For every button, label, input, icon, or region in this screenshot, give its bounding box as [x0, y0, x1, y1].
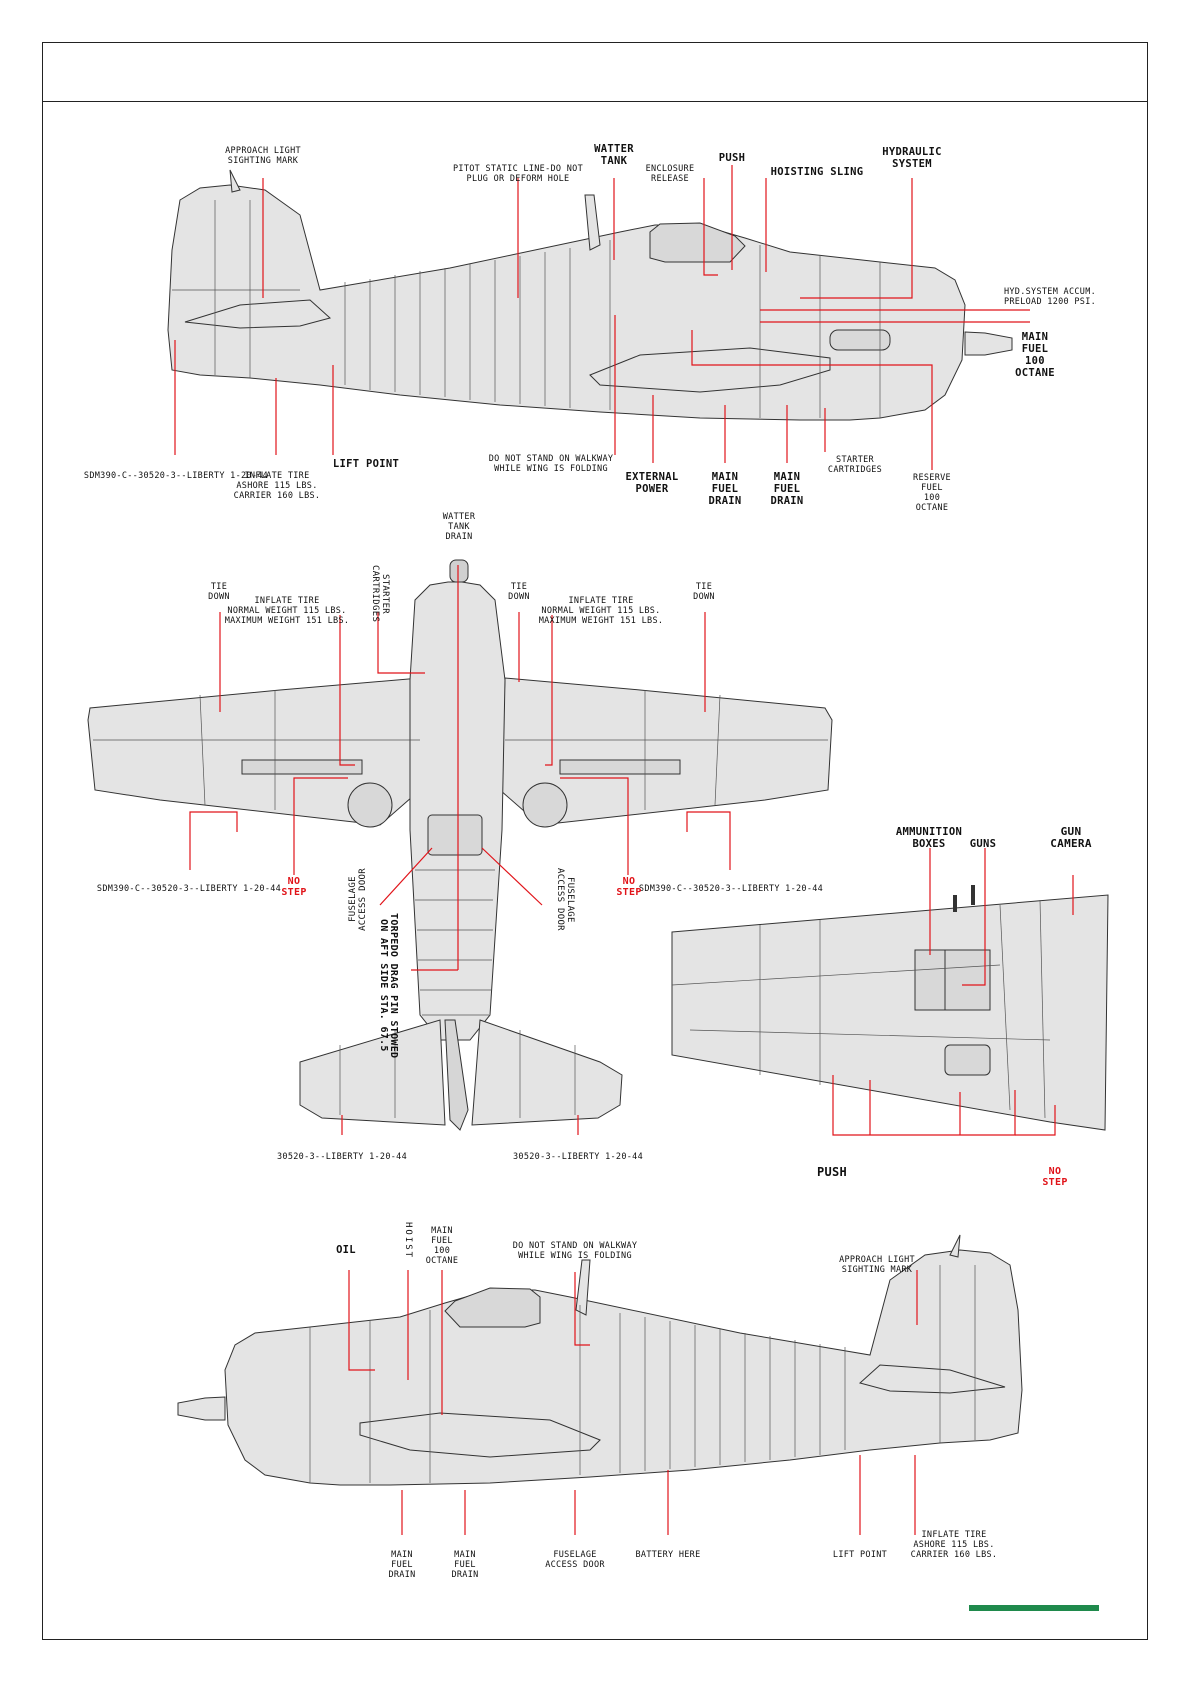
leader-lines	[174, 165, 1074, 1535]
label-walkway-left: DO NOT STAND ON WALKWAY WHILE WING IS FO…	[512, 1241, 638, 1261]
label-torpedo-drag-pin: TORPEDO DRAG PIN STOWED ON AFT SIDE STA.…	[378, 913, 399, 1059]
side-view-right-panel-lines	[172, 200, 881, 418]
label-main-fuel-drain-left-1: MAIN FUEL DRAIN	[388, 1550, 416, 1580]
label-no-step-wing: NO STEP	[1042, 1166, 1068, 1188]
label-hoisting-sling: HOISTING SLING	[770, 166, 864, 178]
label-tail-left: 30520-3--LIBERTY 1-20-44	[276, 1152, 408, 1162]
accent-bar	[969, 1605, 1099, 1611]
label-hydraulic-system: HYDRAULIC SYSTEM	[882, 146, 942, 170]
label-starter-cartridges-top: STARTER CARTRIDGES	[370, 565, 390, 623]
top-view-panel-lines	[93, 690, 828, 1118]
label-main-fuel-octane: MAIN FUEL 100 OCTANE	[1015, 331, 1055, 379]
label-battery-here: BATTERY HERE	[635, 1550, 701, 1560]
label-watter-tank-drain: WATTER TANK DRAIN	[442, 512, 476, 542]
title-block	[42, 42, 1148, 102]
label-inflate-tire: INFLATE TIRE ASHORE 115 LBS. CARRIER 160…	[233, 471, 321, 501]
label-enclosure-release: ENCLOSURE RELEASE	[645, 164, 695, 184]
label-approach-light: APPROACH LIGHT SIGHTING MARK	[225, 146, 301, 166]
label-sdm-right: SDM390-C--30520-3--LIBERTY 1-20-44	[638, 884, 824, 894]
label-sdm-left: SDM390-C--30520-3--LIBERTY 1-20-44	[96, 884, 282, 894]
label-lift-point-left: LIFT POINT	[832, 1550, 888, 1560]
label-gun-camera: GUN CAMERA	[1050, 825, 1092, 850]
label-ammunition-boxes: AMMUNITION BOXES	[895, 826, 963, 850]
label-tie-down-left: TIE DOWN	[208, 582, 230, 602]
side-view-left-profile	[177, 1234, 1023, 1486]
label-walkway: DO NOT STAND ON WALKWAY WHILE WING IS FO…	[488, 454, 614, 474]
label-watter-tank: WATTER TANK	[594, 143, 634, 167]
side-view-left-panel-lines	[309, 1265, 976, 1483]
wing-detail-panel	[671, 885, 1109, 1131]
label-main-fuel-drain-left-2: MAIN FUEL DRAIN	[451, 1550, 479, 1580]
label-main-fuel-drain-1: MAIN FUEL DRAIN	[708, 471, 742, 507]
label-fuselage-access-left-view: FUSELAGE ACCESS DOOR	[545, 1550, 605, 1570]
label-tie-down-right: TIE DOWN	[693, 582, 715, 602]
label-pitot-static: PITOT STATIC LINE-DO NOT PLUG OR DEFORM …	[452, 164, 584, 184]
wing-detail-panel-lines	[671, 899, 1051, 1119]
label-main-fuel-octane-left: MAIN FUEL 100 OCTANE	[425, 1226, 459, 1266]
label-starter-cartridges: STARTER CARTRIDGES	[827, 455, 883, 475]
label-main-fuel-drain-2: MAIN FUEL DRAIN	[770, 471, 804, 507]
label-tie-down-center: TIE DOWN	[508, 582, 530, 602]
label-inflate-tire-left-view: INFLATE TIRE ASHORE 115 LBS. CARRIER 160…	[910, 1530, 998, 1560]
label-no-step-right: NO STEP	[616, 876, 642, 898]
label-approach-light-left: APPROACH LIGHT SIGHTING MARK	[839, 1255, 915, 1275]
label-external-power: EXTERNAL POWER	[625, 471, 679, 495]
label-inflate-tire-right: INFLATE TIRE NORMAL WEIGHT 115 LBS. MAXI…	[538, 596, 664, 626]
label-lift-point: LIFT POINT	[332, 458, 400, 470]
label-guns: GUNS	[969, 838, 997, 850]
label-hyd-accum: HYD.SYSTEM ACCUM. PRELOAD 1200 PSI.	[1003, 287, 1097, 307]
label-oil: OIL	[336, 1244, 356, 1256]
label-tail-right: 30520-3--LIBERTY 1-20-44	[512, 1152, 644, 1162]
side-view-right-profile	[167, 169, 1013, 421]
label-push-wing: PUSH	[816, 1165, 848, 1179]
label-reserve-fuel: RESERVE FUEL 100 OCTANE	[913, 473, 951, 513]
label-push-top: PUSH	[718, 152, 746, 164]
label-fuselage-access-right: FUSELAGE ACCESS DOOR	[555, 868, 575, 931]
label-hoist: HOIST	[403, 1222, 413, 1260]
label-sdm-serial: SDM390-C--30520-3--LIBERTY 1-20-44	[83, 471, 269, 481]
page-frame	[42, 42, 1148, 1640]
label-inflate-tire-left: INFLATE TIRE NORMAL WEIGHT 115 LBS. MAXI…	[224, 596, 350, 626]
label-no-step-left: NO STEP	[281, 876, 307, 898]
label-fuselage-access-left: FUSELAGE ACCESS DOOR	[348, 868, 368, 931]
